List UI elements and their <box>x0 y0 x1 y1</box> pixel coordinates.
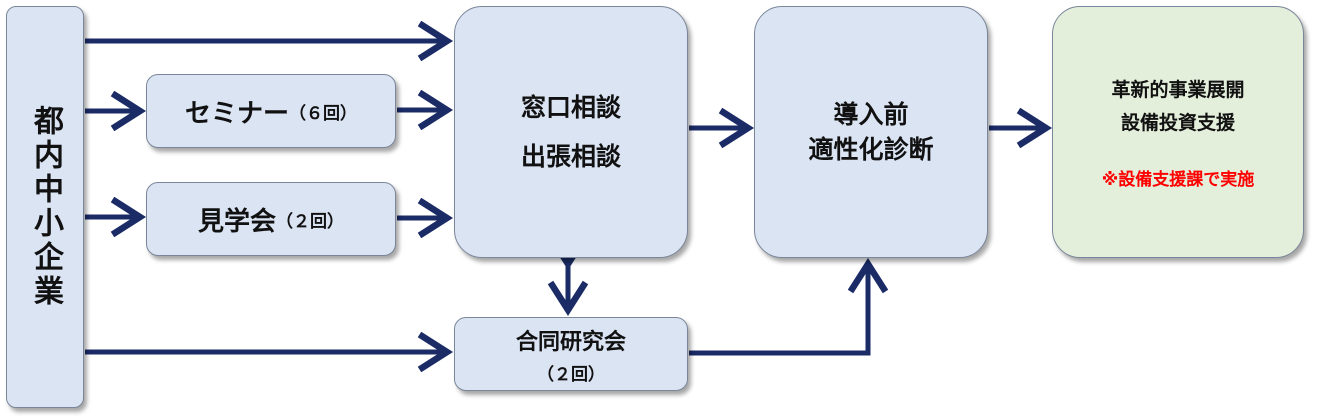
company-box: 都内中小企業 <box>6 6 84 408</box>
seminar-title: セミナー <box>184 98 289 129</box>
tour-title: 見学会 <box>197 206 276 237</box>
joint-title: 合同研究会 <box>515 329 626 355</box>
consult-line2: 出張相談 <box>520 142 621 171</box>
diagnosis-line1: 導入前 <box>833 99 909 129</box>
tour-count: （２回） <box>276 211 344 232</box>
diagnosis-line2: 適性化診断 <box>808 135 934 164</box>
consult-box: 窓口相談 出張相談 <box>454 6 688 258</box>
support-note: ※設備支援課で実施 <box>1101 169 1255 190</box>
consult-line1: 窓口相談 <box>520 92 621 122</box>
support-box: 革新的事業展開 設備投資支援 ※設備支援課で実施 <box>1052 6 1304 258</box>
joint-box: 合同研究会 （２回） <box>454 317 688 391</box>
support-line2: 設備投資支援 <box>1120 111 1235 134</box>
arrow-joint-to-diagnosis <box>689 264 868 356</box>
tour-box: 見学会 （２回） <box>146 182 396 256</box>
joint-count: （２回） <box>537 364 605 385</box>
seminar-count: （６回） <box>289 103 357 124</box>
support-line1: 革新的事業展開 <box>1111 78 1245 101</box>
seminar-box: セミナー （６回） <box>146 74 396 148</box>
company-label: 都内中小企業 <box>28 105 63 309</box>
diagnosis-box: 導入前 適性化診断 <box>754 6 988 258</box>
